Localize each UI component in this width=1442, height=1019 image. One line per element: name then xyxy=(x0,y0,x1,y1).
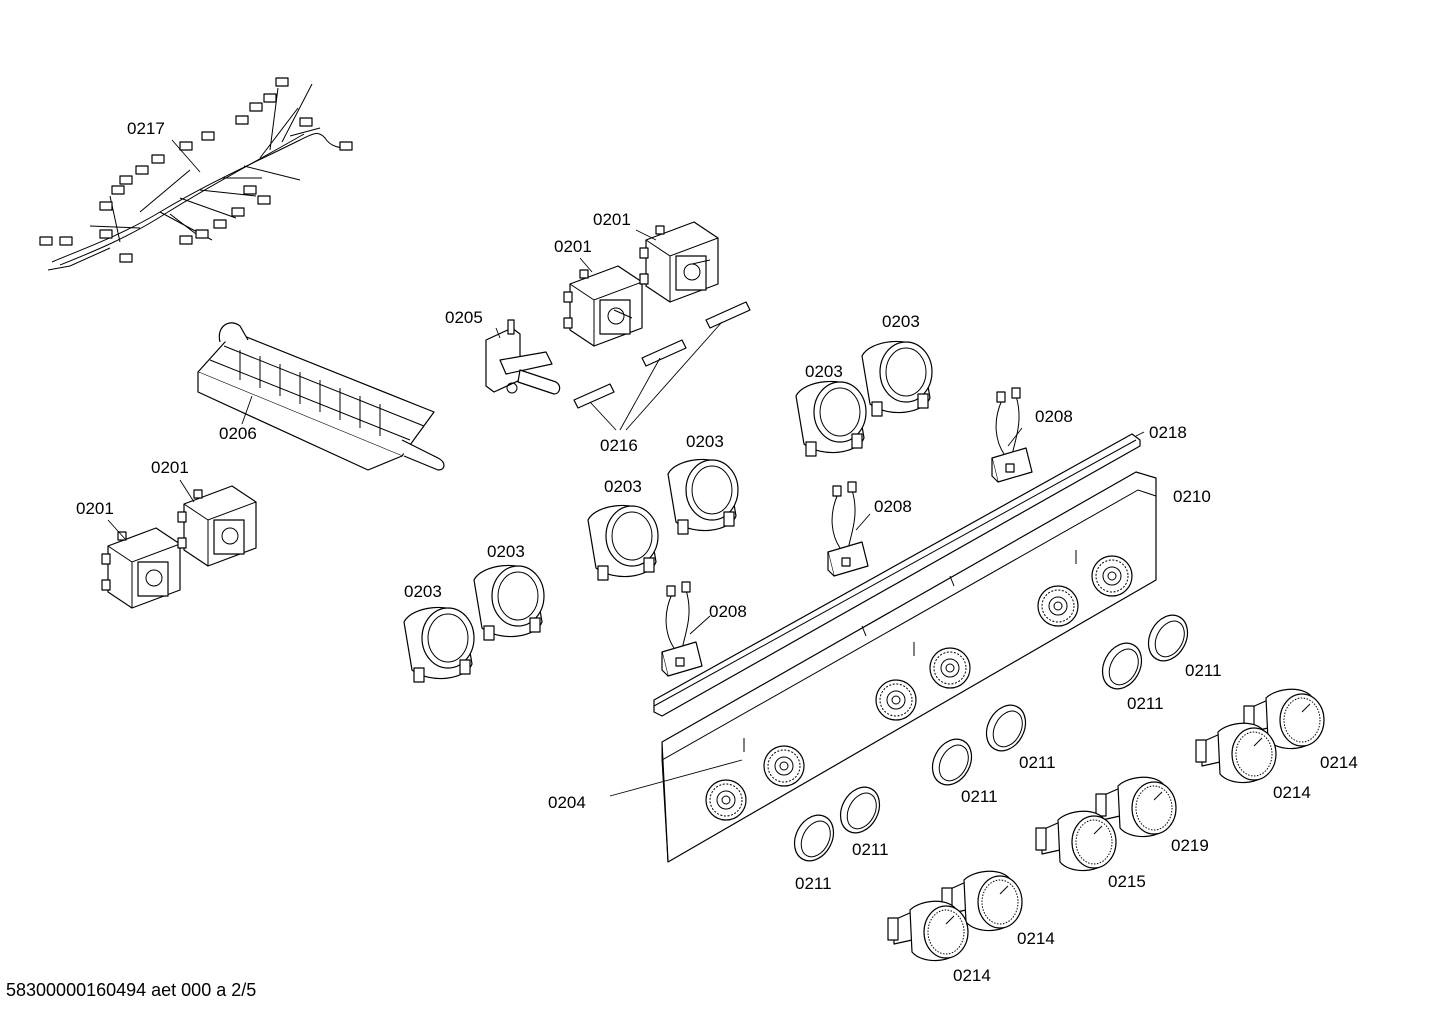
callout-0201-a: 0201 xyxy=(554,237,592,256)
document-footer: 58300000160494 aet 000 a 2/5 xyxy=(6,980,257,1000)
callout-0218: 0218 xyxy=(1149,423,1187,442)
panel-dial-1 xyxy=(705,779,747,821)
callout-0211-f: 0211 xyxy=(795,874,832,893)
knob-0214-b xyxy=(1195,722,1277,784)
ring-0211-e xyxy=(832,779,888,841)
callout-0211-c: 0211 xyxy=(1019,753,1056,772)
callout-0211-e: 0211 xyxy=(852,840,889,859)
ring-0211-b xyxy=(1094,635,1150,697)
panel-dial-6 xyxy=(1091,555,1133,597)
thermostat-0201-c xyxy=(101,527,181,609)
callout-0211-b: 0211 xyxy=(1127,694,1164,713)
callout-0204: 0204 xyxy=(548,793,586,812)
ring-0211-f xyxy=(786,807,842,869)
leader-lines xyxy=(107,139,1145,797)
callout-0216: 0216 xyxy=(600,436,638,455)
selector-switch-0206 xyxy=(197,322,445,471)
thermostat-0201-b xyxy=(639,221,719,303)
callout-0211-d: 0211 xyxy=(961,787,998,806)
callout-0203-e: 0203 xyxy=(487,542,525,561)
panel-dial-5 xyxy=(1037,585,1079,627)
control-panel-0210 xyxy=(661,471,1157,863)
callout-0203-c: 0203 xyxy=(686,432,724,451)
sleeve-0203-f xyxy=(403,606,475,683)
ring-0211-d xyxy=(924,731,980,793)
callout-0215: 0215 xyxy=(1108,872,1146,891)
callout-0201-b: 0201 xyxy=(593,210,631,229)
callout-0219: 0219 xyxy=(1171,836,1209,855)
callout-0217: 0217 xyxy=(127,119,165,138)
callout-0201-c: 0201 xyxy=(151,458,189,477)
sleeve-0203-c xyxy=(667,458,739,535)
knob-0214-d xyxy=(887,900,969,962)
ring-0211-c xyxy=(978,697,1034,759)
thermostat-0201-a xyxy=(563,265,643,347)
knob-0215 xyxy=(1035,810,1117,872)
panel-dial-2 xyxy=(763,745,805,787)
callout-0208-b: 0208 xyxy=(874,497,912,516)
clips-0216 xyxy=(573,301,751,409)
wiring-harness-0217 xyxy=(39,77,353,271)
callout-0203-a: 0203 xyxy=(882,312,920,331)
switch-0208-b xyxy=(827,481,869,577)
thermostat-0201-d xyxy=(177,485,257,567)
ring-0211-a xyxy=(1140,607,1196,669)
callout-0210: 0210 xyxy=(1173,487,1211,506)
sleeve-0203-b xyxy=(795,380,867,457)
trim-strip-0218 xyxy=(653,433,1141,717)
switch-0208-a xyxy=(991,387,1033,483)
sleeve-0203-d xyxy=(587,504,659,581)
callout-0203-d: 0203 xyxy=(604,477,642,496)
callout-0205: 0205 xyxy=(445,308,483,327)
callout-labels: 0217 0201 0201 0205 0216 0206 0201 0201 … xyxy=(76,119,1358,985)
callout-0203-f: 0203 xyxy=(404,582,442,601)
callout-0201-d: 0201 xyxy=(76,499,114,518)
sleeve-0203-e xyxy=(473,564,545,641)
callout-0206: 0206 xyxy=(219,424,257,443)
rotary-switch-0205 xyxy=(485,319,561,395)
callout-0208-a: 0208 xyxy=(1035,407,1073,426)
panel-dial-3 xyxy=(875,679,917,721)
callout-0214-a: 0214 xyxy=(1320,753,1358,772)
sleeve-0203-a xyxy=(861,340,933,417)
callout-0214-c: 0214 xyxy=(1017,929,1055,948)
callout-0208-c: 0208 xyxy=(709,602,747,621)
callout-0203-b: 0203 xyxy=(805,362,843,381)
callout-0214-d: 0214 xyxy=(953,966,991,985)
callout-0214-b: 0214 xyxy=(1273,783,1311,802)
callout-0211-a: 0211 xyxy=(1185,661,1222,680)
panel-dial-4 xyxy=(929,647,971,689)
